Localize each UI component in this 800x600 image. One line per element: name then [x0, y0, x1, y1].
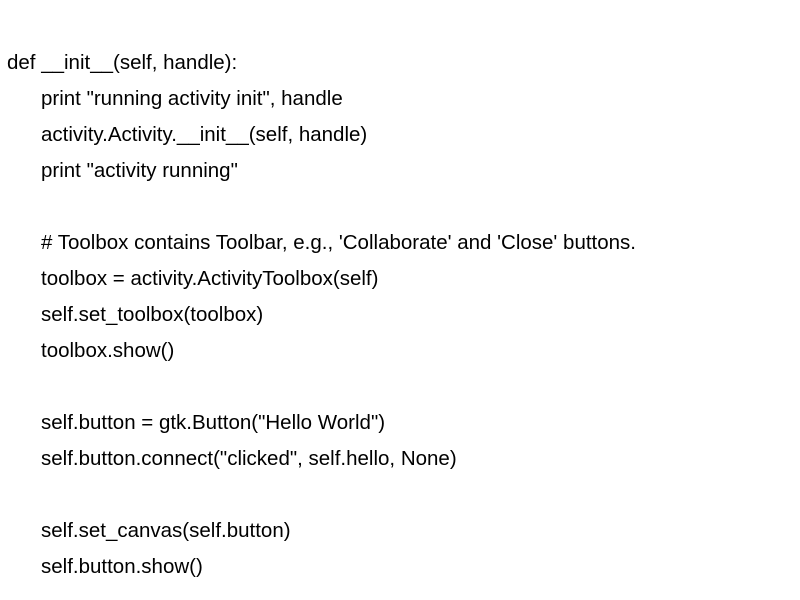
code-line-button-show: self.button.show() [41, 555, 203, 578]
code-line-set-canvas: self.set_canvas(self.button) [41, 519, 291, 542]
code-line-toolbox-comment: # Toolbox contains Toolbar, e.g., 'Colla… [41, 231, 636, 254]
code-line-button-create: self.button = gtk.Button("Hello World") [41, 411, 386, 434]
code-line-print-running: print "activity running" [41, 159, 238, 182]
code-line-print-init: print "running activity init", handle [41, 87, 343, 110]
code-line-set-toolbox: self.set_toolbox(toolbox) [41, 303, 264, 326]
code-line-def-init: def __init__(self, handle): [7, 51, 238, 74]
code-line-toolbox-show: toolbox.show() [41, 339, 175, 362]
code-line-toolbox-create: toolbox = activity.ActivityToolbox(self) [41, 267, 379, 290]
code-line-button-connect: self.button.connect("clicked", self.hell… [41, 447, 457, 470]
code-line-activity-init: activity.Activity.__init__(self, handle) [41, 123, 368, 146]
